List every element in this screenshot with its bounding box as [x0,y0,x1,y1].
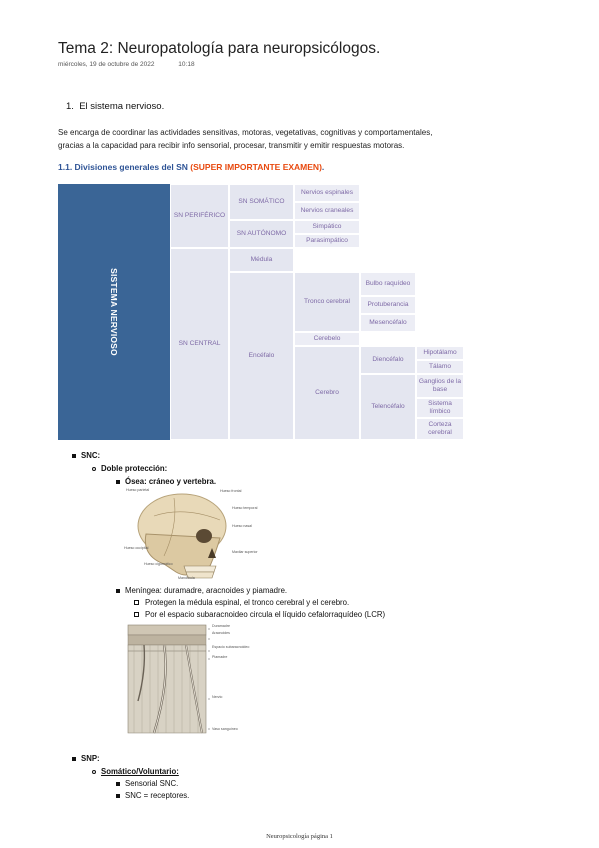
meninges-icon [127,624,210,734]
skull-label: Hueso frontal [220,489,242,493]
cell-sn-autonomo: SN AUTÓNOMO [229,220,294,248]
list-item: SNC: [72,451,100,460]
sensorial-text: Sensorial SNC. [125,779,179,788]
cell-telencefalo: Telencéfalo [360,374,416,440]
meninges-label: Espacio subaracnoideo [212,645,250,649]
receptores-text: SNC = receptores. [125,791,190,800]
cell-cerebro: Cerebro [294,346,360,440]
meninges-label: Vaso sanguíneo [212,727,238,731]
cell-simpatico: Simpático [294,220,360,234]
cell-nervios-craneales: Nervios craneales [294,202,360,220]
cell-sn-central: SN CENTRAL [170,248,229,440]
bullet-icon [92,769,96,774]
bullet-icon [116,781,120,786]
cell-nervios-espinales: Nervios espinales [294,184,360,202]
meninges-label: Duramadre [212,624,230,628]
section-heading: 1. El sistema nervioso. [66,101,164,112]
skull-illustration: Hueso parietal Hueso frontal Hueso tempo… [124,486,258,582]
divisions-table: SISTEMA NERVIOSO SN PERIFÉRICO SN SOMÁTI… [58,184,464,440]
section-title: El sistema nervioso. [79,101,165,112]
subsection-title: 1.1. Divisiones generales del SN [58,162,188,172]
cell-tronco-cerebral: Tronco cerebral [294,272,360,332]
cell-encefalo: Encéfalo [229,272,294,440]
intro-paragraph: Se encarga de coordinar las actividades … [58,126,528,152]
cell-protuberancia: Protuberancia [360,296,416,314]
cell-diencefalo: Diencéfalo [360,346,416,374]
cell-sn-periferico: SN PERIFÉRICO [170,184,229,248]
bullet-icon [116,793,120,798]
cell-talamo: Tálamo [416,360,464,374]
skull-label: Hueso occipital [124,546,149,550]
list-item: Meníngea: duramadre, aracnoides y piamad… [116,586,287,595]
page-title: Tema 2: Neuropatología para neuropsicólo… [58,40,381,57]
page-footer: Neuropsicología página 1 [266,833,333,840]
protege-text: Protegen la médula espinal, el tronco ce… [145,598,350,607]
intro-line: Se encarga de coordinar las actividades … [58,128,433,137]
root-label: SISTEMA NERVIOSO [109,268,119,356]
bullet-icon [116,479,120,484]
list-item: SNP: [72,754,100,763]
bullet-icon [72,453,76,458]
skull-icon [137,493,227,579]
list-item: Somático/Voluntario: [92,767,179,776]
meninges-label: Nervio [212,695,223,699]
page-time: 10:18 [178,61,195,68]
cell-hipotalamo: Hipotálamo [416,346,464,360]
list-item: Por el espacio subaracnoideo circula el … [134,610,385,619]
cell-mesencefalo: Mesencéfalo [360,314,416,332]
meninges-label: Aracnoides [212,631,230,635]
root-cell: SISTEMA NERVIOSO [58,184,170,440]
checkbox-icon [134,612,139,618]
page-date: miércoles, 19 de octubre de 2022 [58,61,155,68]
espacio-text: Por el espacio subaracnoideo circula el … [145,610,386,619]
list-item: Doble protección: [92,464,167,473]
important-note: (SUPER IMPORTANTE EXAMEN) [190,162,322,172]
meningea-text: Meníngea: duramadre, aracnoides y piamad… [125,586,288,595]
bullet-icon [116,588,120,593]
list-item: Protegen la médula espinal, el tronco ce… [134,598,349,607]
checkbox-icon [134,600,139,606]
snp-label: SNP: [81,754,100,763]
doble-proteccion: Doble protección: [101,464,168,473]
somatico-label: Somático/Voluntario: [101,767,179,776]
skull-label: Hueso nasal [232,524,252,528]
skull-label: Hueso parietal [126,488,150,492]
cell-cerebelo: Cerebelo [294,332,360,346]
list-item: Ósea: cráneo y vertebra. [116,477,216,486]
subsection-period: . [321,162,325,172]
skull-label: Hueso cigomático [144,562,173,566]
snc-label: SNC: [81,451,101,460]
cell-ganglios: Ganglios de la base [416,374,464,398]
cell-bulbo: Bulbo raquídeo [360,272,416,296]
cell-limbico: Sistema límbico [416,398,464,418]
meninges-illustration: Duramadre Aracnoides Espacio subaracnoid… [124,621,264,741]
cell-parasimpatico: Parasimpático [294,234,360,248]
skull-label: Maxilar superior [232,550,258,554]
skull-label: Mandíbula [178,576,195,580]
intro-line: gracias a la capacidad para recibir info… [58,141,405,150]
bullet-icon [72,756,76,761]
subsection-heading: 1.1. Divisiones generales del SN (SUPER … [58,162,324,172]
section-number: 1. [66,101,74,112]
cell-corteza: Corteza cerebral [416,418,464,440]
bullet-icon [92,466,96,471]
skull-label: Hueso temporal [232,506,258,510]
meninges-label: Piamadre [212,655,228,659]
osea-text: Ósea: cráneo y vertebra. [125,477,217,486]
list-item: SNC = receptores. [116,791,189,800]
cell-sn-somatico: SN SOMÁTICO [229,184,294,220]
page-meta: miércoles, 19 de octubre de 2022 10:18 [58,61,217,68]
cell-medula: Médula [229,248,294,272]
list-item: Sensorial SNC. [116,779,178,788]
